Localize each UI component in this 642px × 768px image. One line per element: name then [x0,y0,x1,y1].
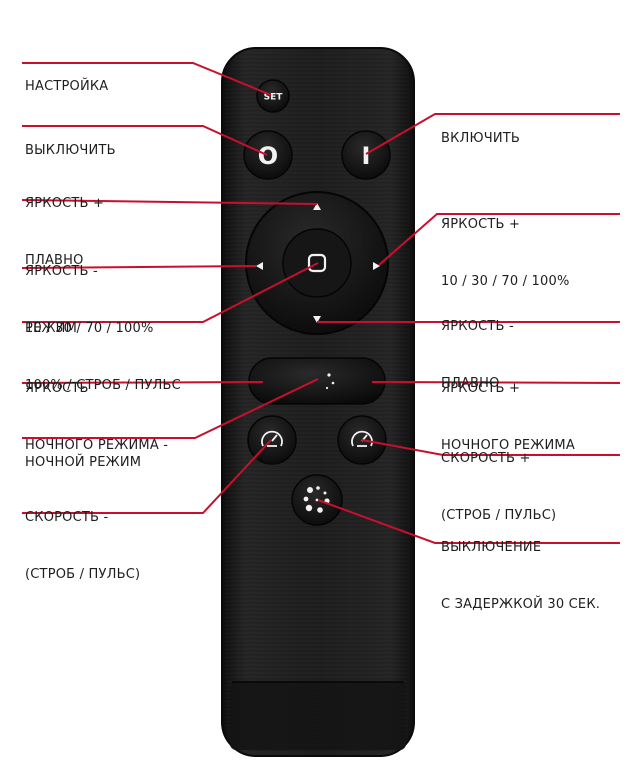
leader-night-mode [22,378,319,439]
leader-timer-off [317,499,620,544]
leader-brightness-up-steps [378,213,620,266]
leader-on [365,113,620,155]
label-brightness-down-smooth: ЯРКОСТЬ - ПЛАВНО [441,319,514,391]
leader-speed-down [22,439,272,514]
timer-off-button[interactable] [291,474,343,526]
moon-stars-icon[interactable] [305,366,335,395]
night-brightness-button[interactable] [248,357,386,405]
leader-mode [22,262,319,323]
leader-lines [21,62,621,544]
set-button[interactable]: SET [256,79,290,113]
leader-night-up [371,381,621,384]
rounded-square-icon [307,253,327,273]
leader-speed-up [361,439,620,456]
triangle-down-icon[interactable] [313,316,321,323]
label-timer-off: ВЫКЛЮЧЕНИЕ С ЗАДЕРЖКОЙ 30 СЕК. [441,540,601,612]
label-on: ВКЛЮЧИТЬ [441,131,521,146]
leader-brightness-up-smooth [21,199,318,205]
label-brightness-down-steps: ЯРКОСТЬ - 10 / 30 / 70 / 100% [25,264,154,336]
battery-cover [230,682,406,750]
label-off: ВЫКЛЮЧИТЬ [25,143,116,158]
label-night-brightness-up: ЯРКОСТЬ + НОЧНОГО РЕЖИМА [441,381,575,453]
label-night-brightness-down: ЯРКОСТЬ НОЧНОГО РЕЖИМА - [25,381,169,453]
label-brightness-up-steps: ЯРКОСТЬ + 10 / 30 / 70 / 100% [441,217,570,289]
leader-night-down [21,381,264,384]
leader-brightness-down-steps [21,265,257,269]
label-speed-down: СКОРОСТЬ - (СТРОБ / ПУЛЬС) [25,510,141,582]
off-symbol: O [258,142,278,170]
label-brightness-up-smooth: ЯРКОСТЬ + ПЛАВНО [25,196,105,268]
set-button-label: SET [264,93,284,103]
night-bar [248,357,386,405]
off-button[interactable]: O [243,130,293,180]
speedometer-icon [261,430,283,447]
label-night-mode: НОЧНОЙ РЕЖИМ [25,455,142,470]
label-setup: НАСТРОЙКА [25,79,109,94]
leader-setup [22,62,272,96]
label-mode: РЕЖИМ 100% / СТРОБ / ПУЛЬС [25,321,181,393]
triangle-left-icon[interactable] [256,262,263,270]
dots-circle-icon [303,486,330,513]
on-symbol: I [362,142,371,170]
triangle-right-icon[interactable] [373,262,380,270]
triangle-up-icon[interactable] [313,203,321,210]
label-speed-up: СКОРОСТЬ + (СТРОБ / ПУЛЬС) [441,451,557,523]
leader-off [22,125,268,156]
on-button[interactable]: I [341,130,391,180]
